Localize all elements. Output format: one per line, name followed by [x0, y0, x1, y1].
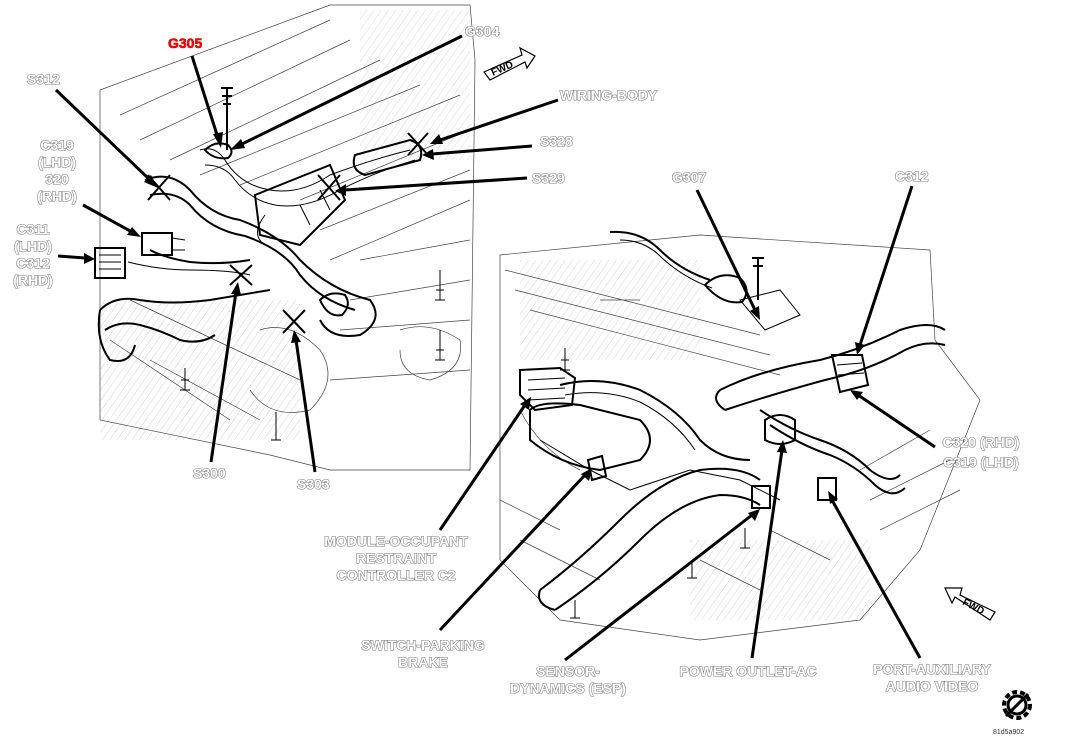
label-c311-c312: C311 (LHD) C312 (RHD) — [13, 220, 54, 288]
label-s329: S329 — [532, 170, 565, 186]
label-sensor-dynamics: SENSOR- DYNAMICS (ESP) — [509, 662, 626, 696]
label-switch-parking: SWITCH-PARKING BRAKE — [361, 636, 486, 670]
label-module-occupant: MODULE-OCCUPANT RESTRAINT CONTROLLER C2 — [324, 532, 469, 583]
svg-text:BRAKE: BRAKE — [398, 654, 448, 670]
svg-text:C320 (RHD): C320 (RHD) — [942, 434, 1019, 450]
label-power-outlet: POWER OUTLET-AC — [680, 663, 817, 679]
gear-icon — [1002, 690, 1032, 720]
svg-text:PORT-AUXILIARY: PORT-AUXILIARY — [873, 661, 991, 677]
label-s328: S328 — [540, 133, 573, 149]
svg-text:C319 (LHD): C319 (LHD) — [943, 454, 1018, 470]
label-s300: S300 — [193, 465, 226, 481]
left-vehicle-drawing — [94, 4, 476, 471]
svg-text:320: 320 — [45, 171, 69, 187]
svg-text:RESTRAINT: RESTRAINT — [356, 550, 437, 566]
splice-marks-left — [147, 132, 429, 334]
svg-text:C311: C311 — [17, 221, 50, 237]
svg-text:(RHD): (RHD) — [13, 272, 53, 288]
svg-text:(LHD): (LHD) — [38, 154, 76, 170]
label-g304: G304 — [465, 23, 499, 39]
label-port-auxiliary: PORT-AUXILIARY AUDIO VIDEO — [873, 660, 992, 694]
label-g307: G307 — [672, 169, 706, 185]
svg-text:CONTROLLER C2: CONTROLLER C2 — [337, 567, 456, 583]
label-s303: S303 — [297, 476, 330, 492]
label-g305: G305 — [168, 35, 202, 51]
fwd-label-top: FWD — [490, 59, 515, 78]
label-c312: C312 — [895, 168, 929, 184]
label-wiring-body: WIRING-BODY — [560, 87, 658, 103]
svg-text:C319: C319 — [40, 137, 74, 153]
fwd-arrow-icon: FWD — [483, 46, 536, 81]
svg-text:AUDIO VIDEO: AUDIO VIDEO — [886, 678, 979, 694]
fwd-arrow-icon: FWD — [944, 587, 996, 621]
label-c319-320: C319 (LHD) 320 (RHD) — [37, 136, 78, 204]
fwd-label-bottom: FWD — [961, 597, 986, 617]
label-s312: S312 — [27, 71, 60, 87]
right-vehicle-drawing — [499, 230, 981, 641]
svg-text:SENSOR-: SENSOR- — [536, 663, 600, 679]
svg-text:SWITCH-PARKING: SWITCH-PARKING — [361, 637, 485, 653]
figure-id: 81d5a902 — [993, 729, 1024, 736]
svg-text:(LHD): (LHD) — [14, 238, 52, 254]
label-c320-c319: C320 (RHD) C319 (LHD) — [942, 433, 1020, 470]
svg-text:MODULE-OCCUPANT: MODULE-OCCUPANT — [324, 533, 468, 549]
leader-lines — [54, 34, 936, 662]
svg-text:C312: C312 — [16, 255, 50, 271]
svg-text:(RHD): (RHD) — [37, 188, 77, 204]
svg-text:DYNAMICS (ESP): DYNAMICS (ESP) — [510, 680, 626, 696]
